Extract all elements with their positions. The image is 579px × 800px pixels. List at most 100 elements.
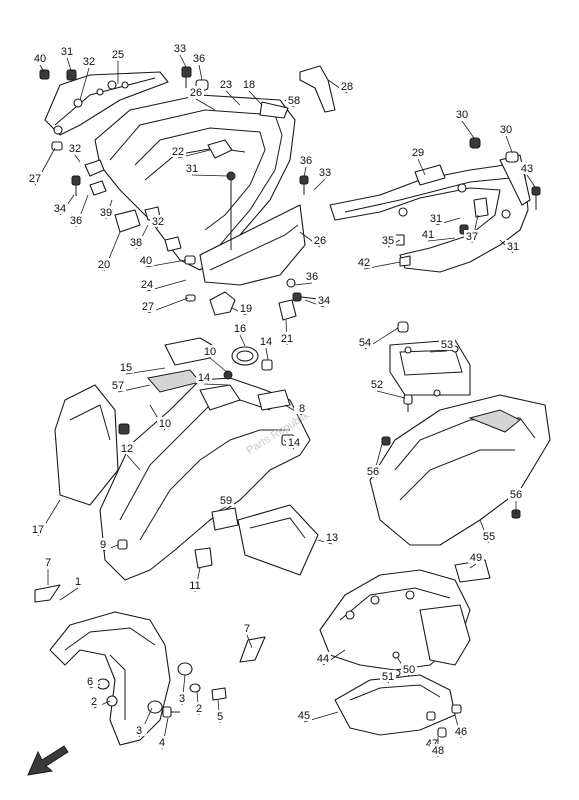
callout-leader <box>461 120 475 139</box>
callout-leader <box>469 563 477 569</box>
rear-cowl-assembly <box>369 321 551 546</box>
callout-label: 15 <box>120 362 132 374</box>
callout-label: 51 <box>382 671 394 683</box>
callout-label: 5 <box>217 711 223 723</box>
callout-label: 44 <box>317 653 329 665</box>
callout-label: 32 <box>69 143 81 155</box>
callout-label: 20 <box>98 259 110 271</box>
callout-label-bg <box>140 300 156 312</box>
callout-label-bg <box>59 45 75 57</box>
callout-label-bg <box>110 379 126 391</box>
callout-label: 48 <box>432 745 444 757</box>
callout-leader <box>303 166 307 178</box>
callout-leader <box>203 383 229 386</box>
callout-label: 45 <box>298 710 310 722</box>
callout-label: 36 <box>193 53 205 65</box>
callout-label: 22 <box>172 146 184 158</box>
callout-label-bg <box>453 725 469 737</box>
callout-leader <box>427 237 456 242</box>
callout-label-bg <box>67 142 83 154</box>
callout-label-bg <box>154 736 170 748</box>
callout-label: 2 <box>91 696 97 708</box>
callout-label-bg <box>294 402 310 414</box>
callout-label-bg <box>238 302 254 314</box>
callout-label: 4 <box>159 737 165 749</box>
callout-label-bg <box>304 270 320 282</box>
callout-label-bg <box>324 531 340 543</box>
callout-label: 32 <box>152 216 164 228</box>
callout-label-bg <box>30 523 46 535</box>
callout-label: 13 <box>326 532 338 544</box>
callout-label-bg <box>184 162 200 174</box>
callout-label: 31 <box>61 46 73 58</box>
callout-label: 38 <box>130 237 142 249</box>
callout-label-bg <box>70 575 86 587</box>
callout-label: 25 <box>112 49 124 61</box>
callout-label: 34 <box>318 295 330 307</box>
callout-label: 29 <box>412 147 424 159</box>
callout-label: 1 <box>75 576 81 588</box>
callout-label-bg <box>191 52 207 64</box>
callout-label-bg <box>150 215 166 227</box>
callout-leader <box>248 90 263 106</box>
callout-label: 43 <box>521 163 533 175</box>
callout-leader <box>126 454 141 471</box>
callout-leader <box>526 174 536 188</box>
callout-label: 34 <box>54 203 66 215</box>
callout-label: 58 <box>288 95 300 107</box>
callout-label: 24 <box>141 279 153 291</box>
inner-fender-assembly <box>319 559 491 738</box>
callout-label-bg <box>218 78 234 90</box>
callout-label: 37 <box>466 231 478 243</box>
callout-leader <box>59 587 79 601</box>
callout-label-bg <box>420 228 436 240</box>
callout-label-bg <box>481 530 497 542</box>
callout-label: 32 <box>83 56 95 68</box>
callout-label-bg <box>196 371 212 383</box>
callout-label: 36 <box>300 155 312 167</box>
callout-leader <box>313 178 326 191</box>
callout-label-bg <box>258 335 274 347</box>
callout-leader <box>239 334 246 347</box>
callout-label: 16 <box>234 323 246 335</box>
callout-leader <box>225 90 241 106</box>
callout-label-bg <box>315 652 331 664</box>
side-cover-assembly <box>44 65 336 316</box>
callout-label-bg <box>187 579 203 591</box>
callout-label-bg <box>298 154 314 166</box>
callout-label-bg <box>174 692 190 704</box>
callout-label: 7 <box>244 623 250 635</box>
callout-label: 33 <box>174 43 186 55</box>
callout-label-bg <box>286 94 302 106</box>
callout-leader <box>505 135 513 153</box>
callout-label: 52 <box>371 379 383 391</box>
callout-label: 49 <box>470 552 482 564</box>
callout-leader <box>417 158 426 176</box>
callout-label-bg <box>95 538 111 550</box>
callout-label-bg <box>52 202 68 214</box>
callout-label: 3 <box>136 725 142 737</box>
callout-label-bg <box>241 78 257 90</box>
callout-label: 40 <box>34 53 46 65</box>
callout-label: 12 <box>121 443 133 455</box>
callout-label-bg <box>296 709 312 721</box>
callout-label: 18 <box>243 79 255 91</box>
callout-label: 31 <box>186 163 198 175</box>
callout-label-bg <box>239 622 255 634</box>
callout-label: 40 <box>140 255 152 267</box>
callout-label: 14 <box>288 437 300 449</box>
callout-label-bg <box>369 378 385 390</box>
callout-label: 50 <box>403 664 415 676</box>
callout-leader <box>294 282 313 286</box>
callout-label-bg <box>172 42 188 54</box>
callout-label: 7 <box>45 557 51 569</box>
fasteners-top-left <box>39 66 319 321</box>
callout-label-bg <box>312 234 328 246</box>
callout-label: 26 <box>190 87 202 99</box>
callout-label-bg <box>380 234 396 246</box>
callout-label: 42 <box>358 257 370 269</box>
callout-label-bg <box>519 162 535 174</box>
callout-label-bg <box>188 86 204 98</box>
